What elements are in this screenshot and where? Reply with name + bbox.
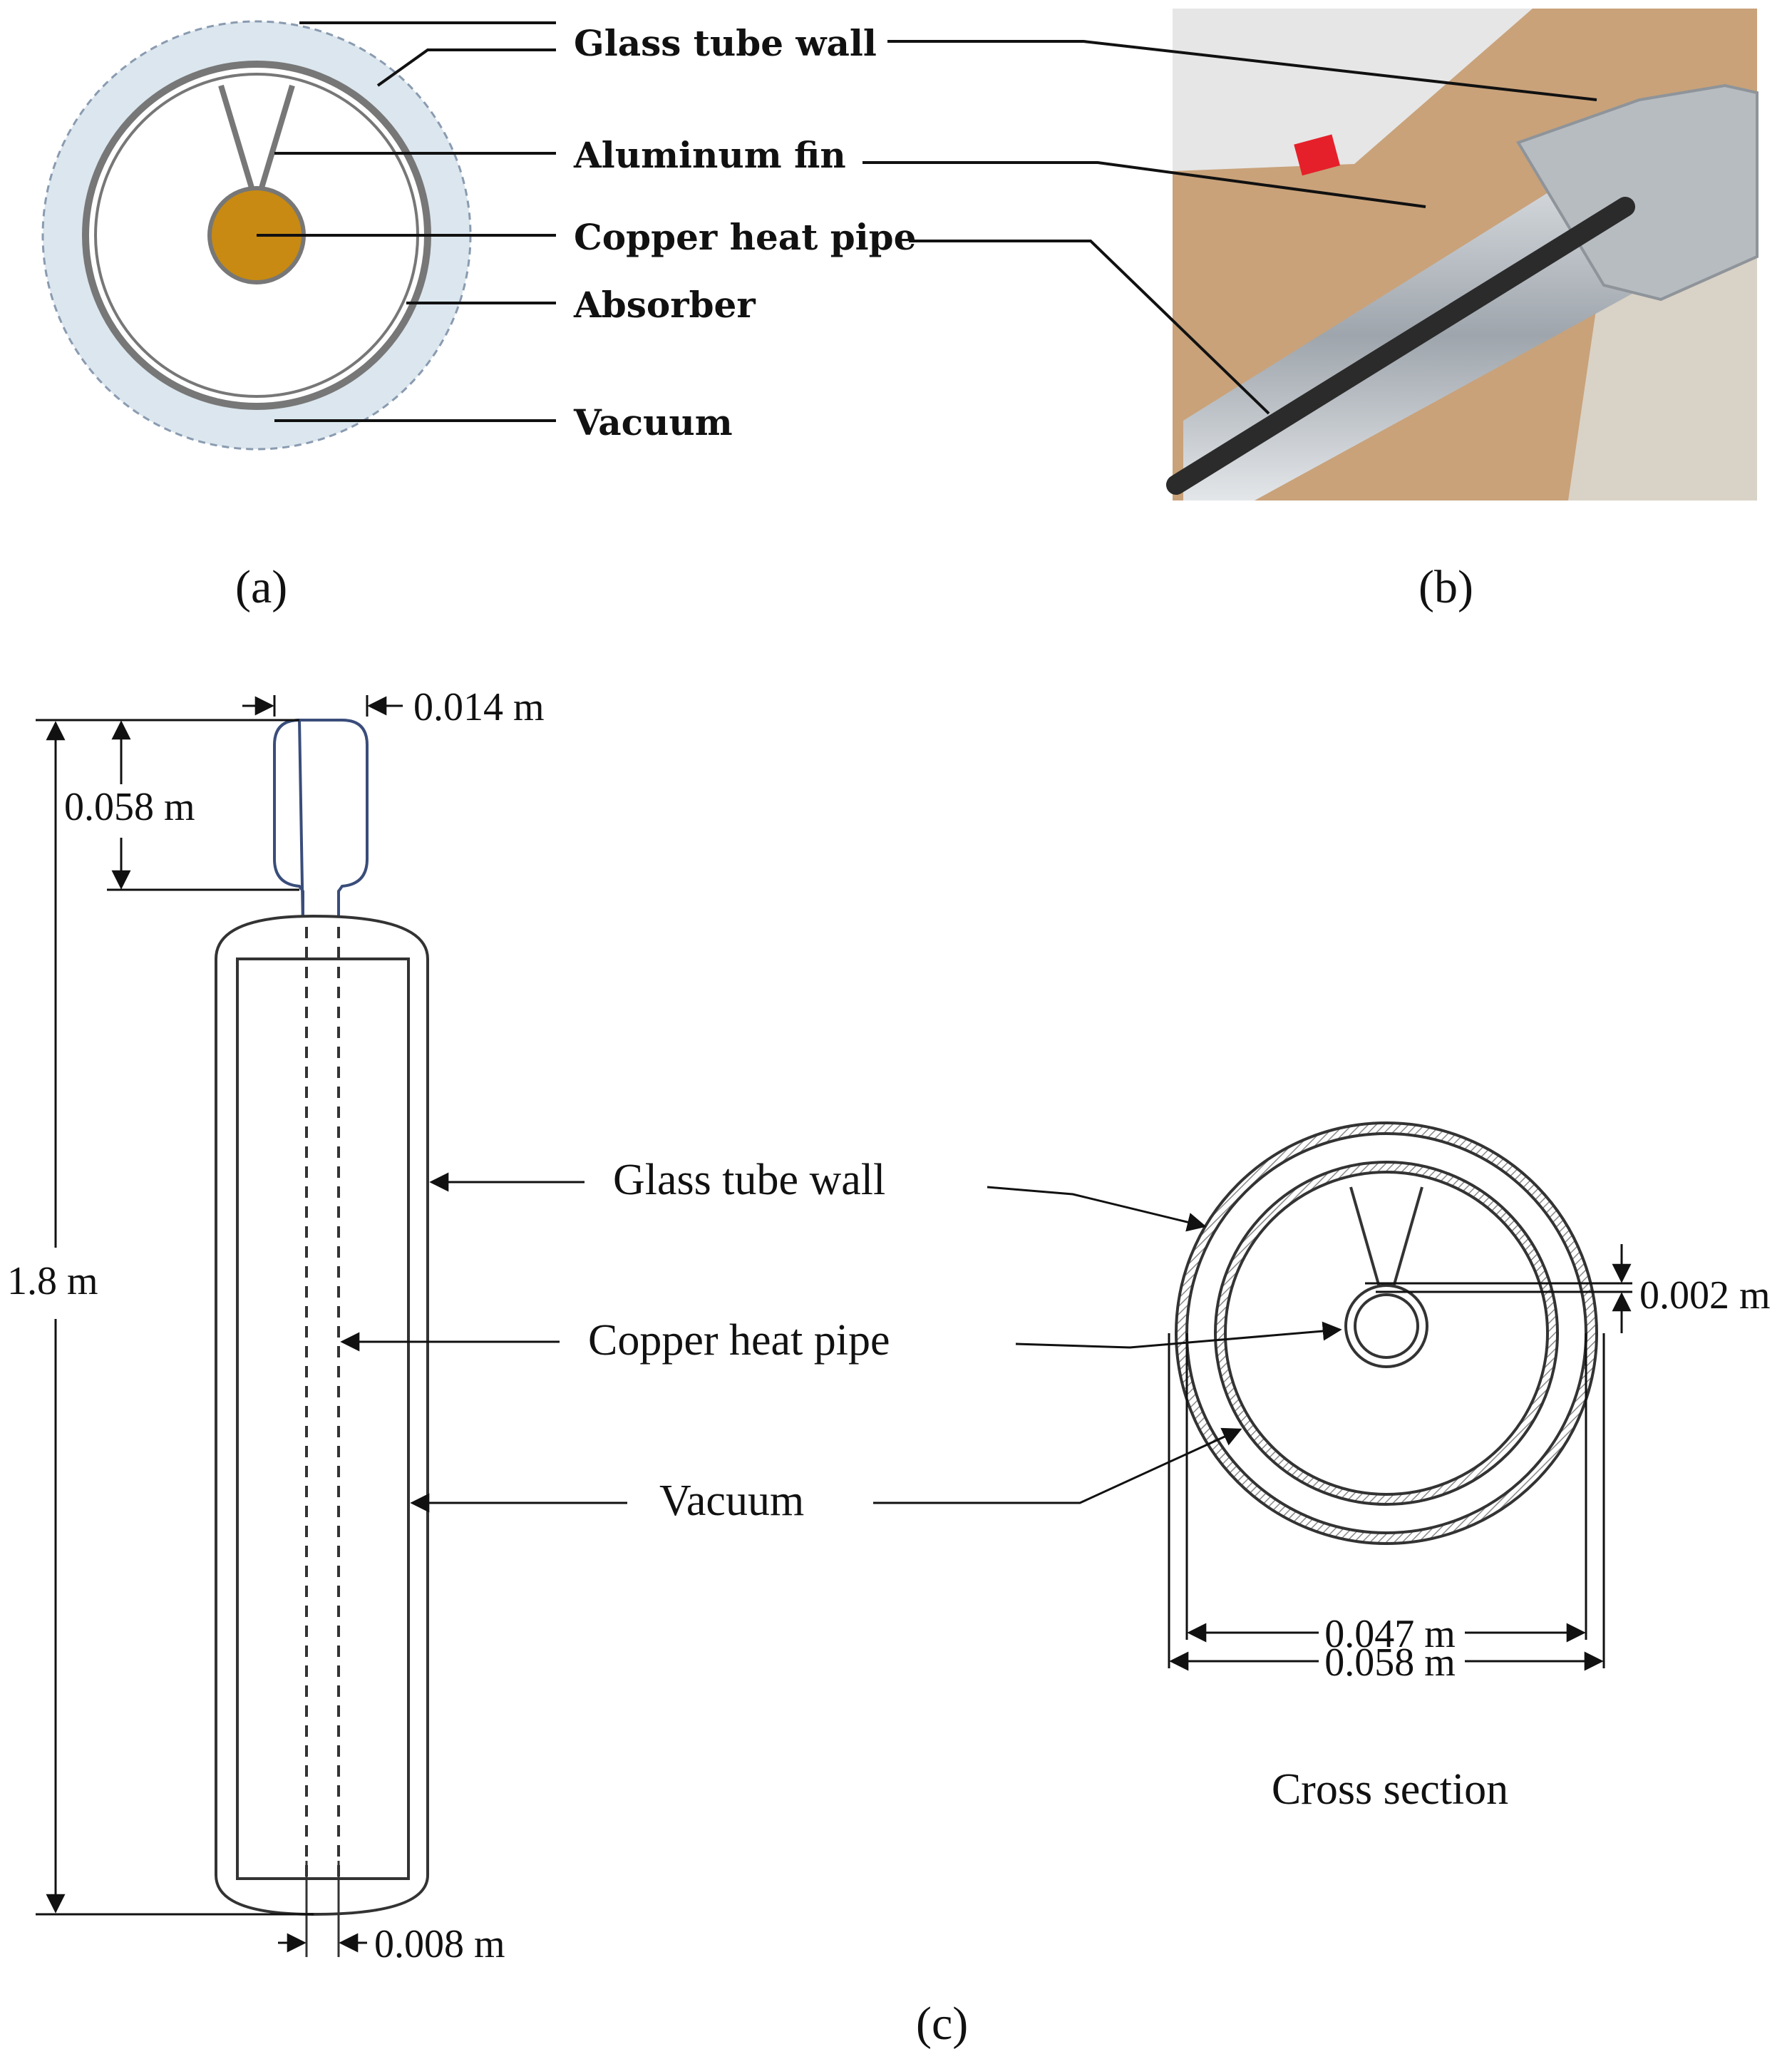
photo-glass-collar	[1516, 83, 1758, 302]
panel-c-long-tube	[215, 718, 429, 1957]
dim-length: 1.8 m	[7, 1259, 98, 1303]
label-copper-heat-pipe-c: Copper heat pipe	[588, 1316, 890, 1365]
cross-section-dimension-lines	[873, 1186, 1632, 1671]
label-cross-section: Cross section	[1272, 1765, 1508, 1814]
panel-b-leader-lines	[862, 40, 1597, 415]
dim-outer-diameter: 0.058 m	[1324, 1641, 1456, 1685]
dim-inner-diameter: 0.047 m	[1324, 1612, 1456, 1656]
glass-tube-outer	[215, 914, 429, 1916]
panel-b-photo	[862, 9, 1758, 500]
photo-red-tag	[1294, 134, 1340, 176]
label-glass-tube-wall-c: Glass tube wall	[613, 1156, 885, 1204]
panel-c-dimension-lines	[36, 695, 627, 1953]
condenser-bulb	[273, 718, 369, 928]
absorber-inner-rect	[236, 957, 410, 1880]
caption-c: (c)	[916, 1998, 968, 2050]
caption-b: (b)	[1418, 561, 1473, 613]
caption-a: (a)	[235, 561, 287, 613]
panel-a-cross-section-diagram: Glass tube wall Aluminum fin Copper heat…	[41, 20, 916, 451]
fin-cross-section	[1349, 1186, 1423, 1288]
label-aluminum-fin-a: Aluminum fin	[573, 134, 846, 176]
label-absorber-a: Absorber	[573, 284, 756, 326]
photo-wall	[1173, 9, 1533, 171]
label-copper-heat-pipe-a: Copper heat pipe	[574, 216, 916, 258]
label-glass-tube-wall-a: Glass tube wall	[574, 22, 877, 64]
dim-pipe-width: 0.008 m	[374, 1922, 505, 1966]
panel-a-leader-lines	[257, 21, 556, 422]
label-vacuum-a: Vacuum	[573, 401, 733, 443]
photo-heat-pipe	[1166, 197, 1635, 495]
label-vacuum-c: Vacuum	[659, 1477, 804, 1525]
panel-c-cross-section	[1175, 1121, 1598, 1545]
dim-top-height: 0.058 m	[64, 785, 195, 829]
dim-top-width: 0.014 m	[413, 685, 545, 729]
dim-gap: 0.002 m	[1639, 1273, 1771, 1318]
heat-pipe-inner	[1354, 1293, 1419, 1359]
